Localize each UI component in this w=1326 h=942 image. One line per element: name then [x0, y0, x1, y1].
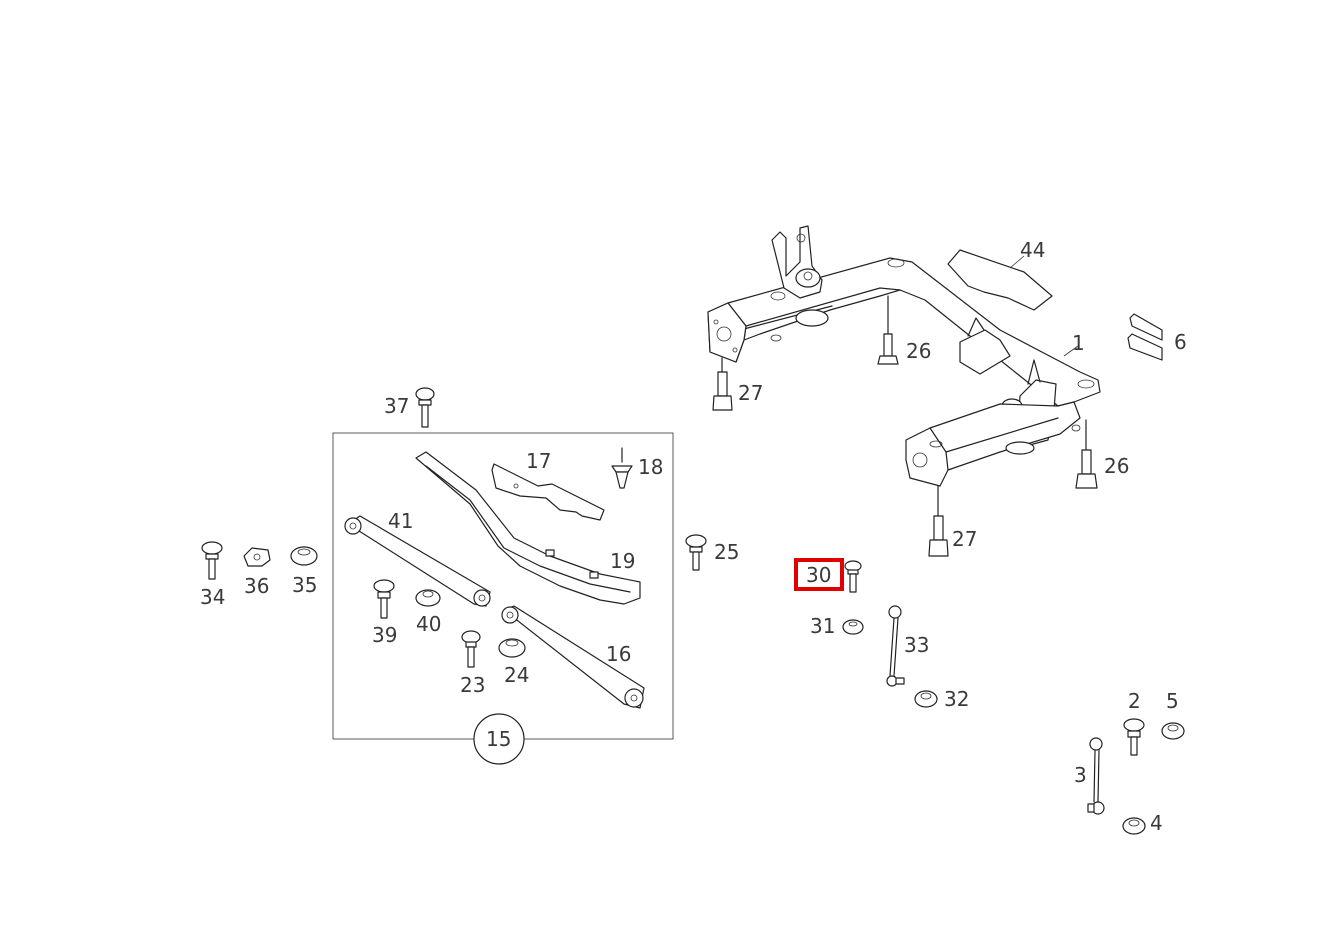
- callout-label-15[interactable]: 15: [486, 727, 511, 751]
- nut-part-31[interactable]: [842, 619, 864, 635]
- callout-label-3[interactable]: 3: [1074, 763, 1087, 787]
- callout-label-18[interactable]: 18: [638, 455, 663, 479]
- assembly-box-15: [332, 432, 674, 765]
- callout-label-37[interactable]: 37: [384, 394, 409, 418]
- callout-label-16[interactable]: 16: [606, 642, 631, 666]
- leader-line-44: [1009, 255, 1025, 269]
- callout-label-4[interactable]: 4: [1150, 811, 1163, 835]
- callout-label-6[interactable]: 6: [1174, 330, 1187, 354]
- subframe-part-1[interactable]: [707, 225, 1101, 487]
- pad-part-44[interactable]: [947, 249, 1053, 311]
- callout-label-41[interactable]: 41: [388, 509, 413, 533]
- control-arm-part-41[interactable]: [344, 515, 491, 607]
- callout-label-34[interactable]: 34: [200, 585, 225, 609]
- clip-part-6[interactable]: [1127, 313, 1163, 361]
- callout-label-27-upper[interactable]: 27: [738, 381, 763, 405]
- highlight-box-part-30: [794, 558, 844, 591]
- callout-label-32[interactable]: 32: [944, 687, 969, 711]
- callout-label-36[interactable]: 36: [244, 574, 269, 598]
- bolt-part-23[interactable]: [461, 630, 481, 668]
- nut-part-35[interactable]: [290, 546, 318, 566]
- callout-label-1[interactable]: 1: [1072, 331, 1085, 355]
- callout-label-39[interactable]: 39: [372, 623, 397, 647]
- bolt-part-30[interactable]: [844, 560, 862, 593]
- bolt-part-26-upper[interactable]: [877, 295, 899, 365]
- nut-part-5[interactable]: [1161, 722, 1185, 740]
- link-part-3[interactable]: [1087, 737, 1105, 815]
- callout-label-31[interactable]: 31: [810, 614, 835, 638]
- leader-line-1: [1063, 345, 1079, 357]
- callout-label-5[interactable]: 5: [1166, 689, 1179, 713]
- callout-label-30[interactable]: 30: [806, 563, 831, 587]
- callout-label-44[interactable]: 44: [1020, 238, 1045, 262]
- bolt-part-26-lower[interactable]: [1075, 419, 1098, 489]
- callout-label-26-upper[interactable]: 26: [906, 339, 931, 363]
- callout-label-19[interactable]: 19: [610, 549, 635, 573]
- clip-part-18[interactable]: [611, 447, 633, 489]
- callout-label-23[interactable]: 23: [460, 673, 485, 697]
- callout-label-40[interactable]: 40: [416, 612, 441, 636]
- bracket-part-17[interactable]: [491, 463, 605, 521]
- callout-label-17[interactable]: 17: [526, 449, 551, 473]
- callout-label-26-lower[interactable]: 26: [1104, 454, 1129, 478]
- bolt-part-27-upper[interactable]: [712, 357, 733, 411]
- bolt-part-39[interactable]: [373, 579, 395, 619]
- callout-label-33[interactable]: 33: [904, 633, 929, 657]
- nut-part-32[interactable]: [914, 690, 938, 708]
- callout-label-25[interactable]: 25: [714, 540, 739, 564]
- callout-label-24[interactable]: 24: [504, 663, 529, 687]
- nut-part-40[interactable]: [415, 589, 441, 607]
- crossmember-part-19[interactable]: [415, 451, 641, 605]
- link-part-33[interactable]: [886, 605, 905, 687]
- callout-label-2[interactable]: 2: [1128, 689, 1141, 713]
- callout-label-27-lower[interactable]: 27: [952, 527, 977, 551]
- nut-part-4[interactable]: [1122, 817, 1146, 835]
- callout-label-35[interactable]: 35: [292, 573, 317, 597]
- bolt-part-37[interactable]: [415, 387, 435, 428]
- bolt-part-25[interactable]: [685, 534, 707, 571]
- bolt-part-2[interactable]: [1123, 718, 1145, 756]
- washer-part-36[interactable]: [243, 547, 271, 567]
- bolt-part-27-lower[interactable]: [928, 485, 949, 557]
- nut-part-24[interactable]: [498, 638, 526, 658]
- control-arm-part-16[interactable]: [501, 605, 645, 709]
- bolt-part-34[interactable]: [201, 541, 223, 580]
